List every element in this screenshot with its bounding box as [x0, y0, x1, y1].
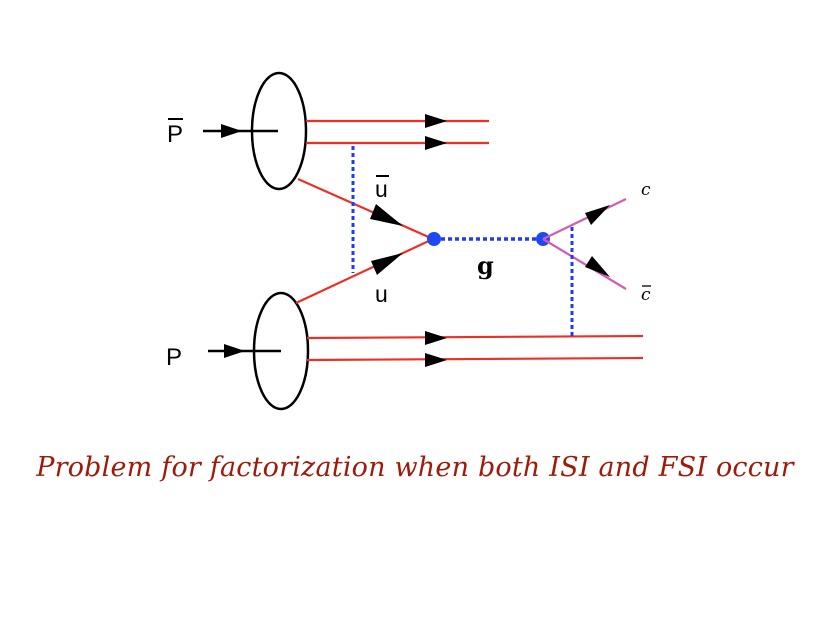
spectator-quark-bottom-1	[306, 334, 644, 340]
charm-pair-group	[542, 198, 627, 290]
charm-line	[542, 198, 627, 240]
label-gluon: g	[477, 251, 494, 280]
antiproton-incoming-arrow	[221, 124, 242, 138]
left-vertex	[427, 232, 441, 246]
spectator-bottom-arrow-2	[425, 353, 447, 367]
quark-arrow	[371, 253, 403, 275]
proton-blob	[252, 291, 310, 411]
spectator-quark-bottom-2	[306, 356, 644, 362]
spectator-top-arrow-2	[425, 136, 447, 150]
proton-group	[208, 291, 644, 411]
spectator-bottom-arrow-1	[425, 331, 447, 345]
spectator-top-arrow-1	[425, 114, 447, 128]
caption: Problem for factorization when both ISI …	[36, 452, 794, 483]
anticharm-line	[542, 238, 627, 290]
label-proton: P	[166, 344, 182, 371]
antiproton-group	[203, 71, 489, 191]
antiquark-arrow	[370, 204, 403, 226]
antiproton-blob	[250, 71, 308, 191]
label-charm: c	[641, 180, 651, 200]
annihilation-group	[295, 177, 434, 304]
label-anticharm: c	[641, 285, 651, 305]
label-antiproton: P	[167, 121, 183, 148]
label-antiquark: u	[375, 176, 388, 202]
charm-arrow	[585, 205, 610, 225]
antiquark-line	[297, 177, 434, 241]
quark-line	[295, 238, 434, 304]
anticharm-arrow	[585, 256, 610, 277]
proton-incoming-arrow	[224, 344, 245, 358]
label-quark: u	[375, 281, 388, 307]
